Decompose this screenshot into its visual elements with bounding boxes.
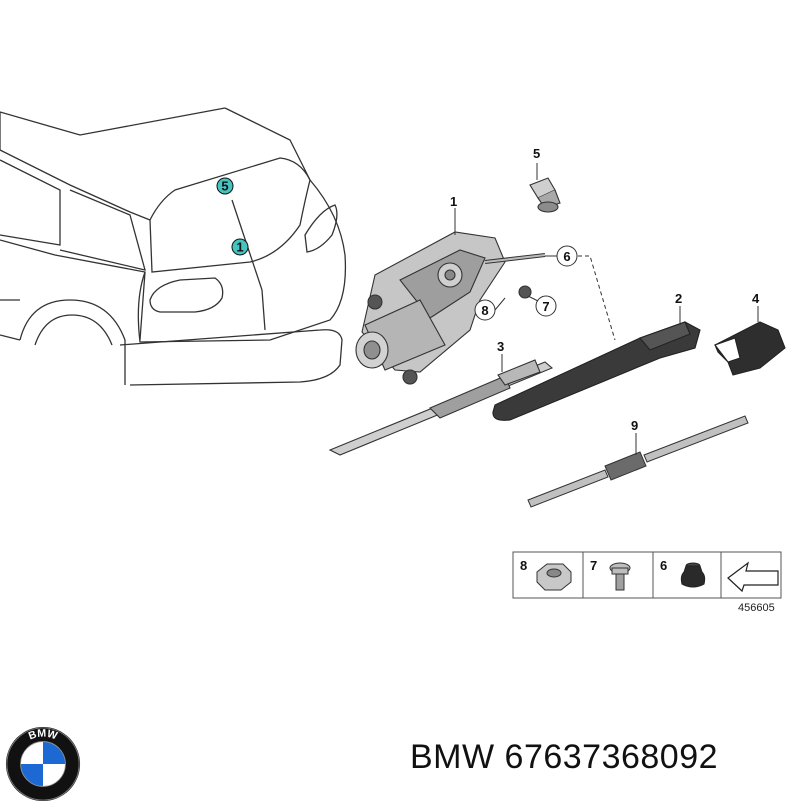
callout-6: 6 — [563, 249, 570, 264]
callout-3: 3 — [497, 339, 504, 354]
car-marker-5-label: 5 — [221, 179, 228, 194]
car-marker-5: 5 — [216, 177, 234, 195]
callout-1: 1 — [450, 194, 457, 209]
part-4-cover-cap — [714, 321, 786, 376]
callout-8: 8 — [481, 303, 488, 318]
legend-label-7: 7 — [590, 558, 597, 573]
bmw-logo: BMW — [5, 726, 81, 802]
part-2-wiper-arm — [492, 321, 701, 421]
direction-arrow-icon — [727, 561, 779, 593]
footer-part-label: BMW 67637368092 — [410, 738, 719, 776]
grommet-icon — [680, 562, 706, 588]
callout-2: 2 — [675, 291, 682, 306]
car-marker-1: 1 — [231, 238, 249, 256]
legend-label-6: 6 — [660, 558, 667, 573]
nut-icon — [536, 563, 572, 591]
part-9-threaded-rod — [527, 415, 749, 508]
legend-box: 8 7 6 — [512, 551, 782, 599]
svg-text:BMW: BMW — [27, 728, 60, 743]
callout-9: 9 — [631, 418, 638, 433]
car-rear-outline — [0, 107, 347, 386]
part-5-grommet — [529, 177, 561, 213]
bolt-icon — [609, 562, 631, 591]
legend-label-8: 8 — [520, 558, 527, 573]
callout-4: 4 — [752, 291, 760, 306]
callout-7: 7 — [542, 299, 549, 314]
car-marker-1-label: 1 — [236, 240, 243, 255]
callout-5: 5 — [533, 146, 540, 161]
reference-number: 456605 — [738, 602, 775, 614]
part-1-wiper-motor — [355, 231, 546, 385]
logo-lettering: BMW — [27, 728, 60, 743]
part-3-wiper-blade — [328, 359, 554, 456]
